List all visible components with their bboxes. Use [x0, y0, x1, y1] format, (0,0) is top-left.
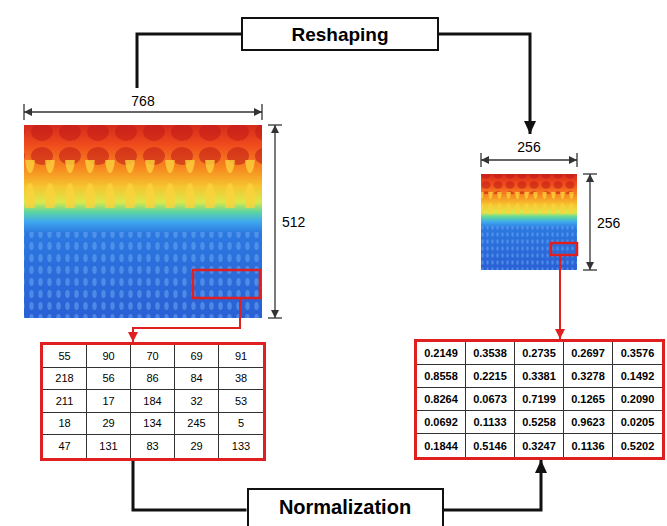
spectrogram-ground	[481, 174, 577, 270]
table-cell: 55	[43, 345, 87, 368]
table-cell: 0.1265	[564, 388, 613, 411]
table-cell: 0.8558	[417, 365, 466, 388]
spectrogram-band	[481, 192, 577, 214]
dimension-label: 768	[131, 93, 154, 109]
dimension-line	[481, 159, 577, 160]
table-cell: 86	[131, 368, 175, 391]
spectrogram-figure: 768 512	[24, 88, 324, 318]
table-cell: 0.0673	[466, 388, 515, 411]
dimension-line	[274, 125, 275, 318]
table-cell: 29	[87, 413, 131, 436]
connector-line	[133, 461, 247, 511]
table-cell: 56	[87, 368, 131, 391]
table-cell: 0.8264	[417, 388, 466, 411]
table-cell: 0.1844	[417, 434, 466, 457]
dimension-tick	[261, 104, 262, 120]
dimension-label: 256	[517, 139, 540, 155]
dimension-label: 512	[282, 214, 305, 230]
spectrogram-large	[24, 125, 262, 318]
table-cell: 184	[131, 390, 175, 413]
table-cell: 0.3381	[515, 365, 564, 388]
table-cell: 134	[131, 413, 175, 436]
table-cell: 0.3576	[613, 342, 662, 365]
table-cell: 0.0692	[417, 411, 466, 434]
table-cell: 0.5258	[515, 411, 564, 434]
dimension-tick	[583, 173, 597, 174]
table-cell: 91	[219, 345, 263, 368]
table-cell: 0.5202	[613, 434, 662, 457]
dimension-tick	[23, 104, 24, 120]
spectrogram-small	[481, 174, 577, 270]
table-cell: 32	[175, 390, 219, 413]
table-cell: 0.7199	[515, 388, 564, 411]
table-cell: 0.2735	[515, 342, 564, 365]
table-cell: 0.3278	[564, 365, 613, 388]
spectrogram-band	[24, 160, 262, 208]
table-cell: 0.1133	[466, 411, 515, 434]
label-holder: 512	[282, 213, 322, 231]
table-cell: 0.2149	[417, 342, 466, 365]
table-cell: 0.2090	[613, 388, 662, 411]
dimension-lines	[24, 104, 597, 318]
process-box: Reshaping	[241, 17, 439, 51]
table-cell: 245	[175, 413, 219, 436]
table-cell: 131	[87, 435, 131, 458]
connector-line	[137, 34, 241, 88]
value-table: 5590706991218568684382111718432531829134…	[40, 342, 266, 461]
table-cell: 0.9623	[564, 411, 613, 434]
dimension-tick	[583, 269, 597, 270]
table-cell: 218	[43, 368, 87, 391]
spectrogram-ground	[24, 125, 262, 318]
table-cell: 0.3538	[466, 342, 515, 365]
dimension-tick	[480, 153, 481, 167]
table-cell: 0.1492	[613, 365, 662, 388]
spectrogram-figure: 256 256	[481, 134, 641, 270]
table-cell: 0.3247	[515, 434, 564, 457]
table-cell: 84	[175, 368, 219, 391]
table-cell: 0.0205	[613, 411, 662, 434]
spectrogram-band	[481, 226, 577, 270]
table-cell: 29	[175, 435, 219, 458]
connector-line	[133, 298, 240, 342]
highlight-box	[193, 270, 260, 298]
highlight-box	[551, 243, 577, 255]
table-cell: 90	[87, 345, 131, 368]
table-cell: 211	[43, 390, 87, 413]
process-box: Normalization	[247, 488, 444, 526]
connector-line	[444, 460, 542, 510]
label-holder: 256	[597, 214, 637, 232]
table-cell: 47	[43, 435, 87, 458]
dimension-tick	[576, 153, 577, 167]
table-cell: 0.2697	[564, 342, 613, 365]
table-cell: 38	[219, 368, 263, 391]
box-label: Reshaping	[291, 23, 388, 46]
table-cell: 0.2215	[466, 365, 515, 388]
table-cell: 0.1136	[564, 434, 613, 457]
dimension-line	[589, 174, 590, 270]
table-cell: 69	[175, 345, 219, 368]
dimension-label: 256	[597, 215, 620, 231]
spectrogram-band	[481, 174, 577, 194]
table-cell: 83	[131, 435, 175, 458]
table-cell: 17	[87, 390, 131, 413]
connector-line	[439, 34, 530, 134]
table-cell: 133	[219, 435, 263, 458]
box-label: Normalization	[279, 495, 411, 519]
table-cell: 5	[219, 413, 263, 436]
dimension-tick	[268, 317, 282, 318]
table-cell: 18	[43, 413, 87, 436]
table-cell: 70	[131, 345, 175, 368]
table-cell: 0.5146	[466, 434, 515, 457]
table-cell: 53	[219, 390, 263, 413]
connector-line	[559, 255, 561, 339]
dimension-line	[24, 111, 262, 112]
spectrogram-band	[24, 232, 262, 318]
dimension-tick	[268, 124, 282, 125]
label-holder: 256	[481, 138, 577, 156]
label-holder: 768	[24, 92, 262, 110]
value-table: 0.21490.35380.27350.26970.3576 0.85580.22…	[414, 339, 665, 460]
